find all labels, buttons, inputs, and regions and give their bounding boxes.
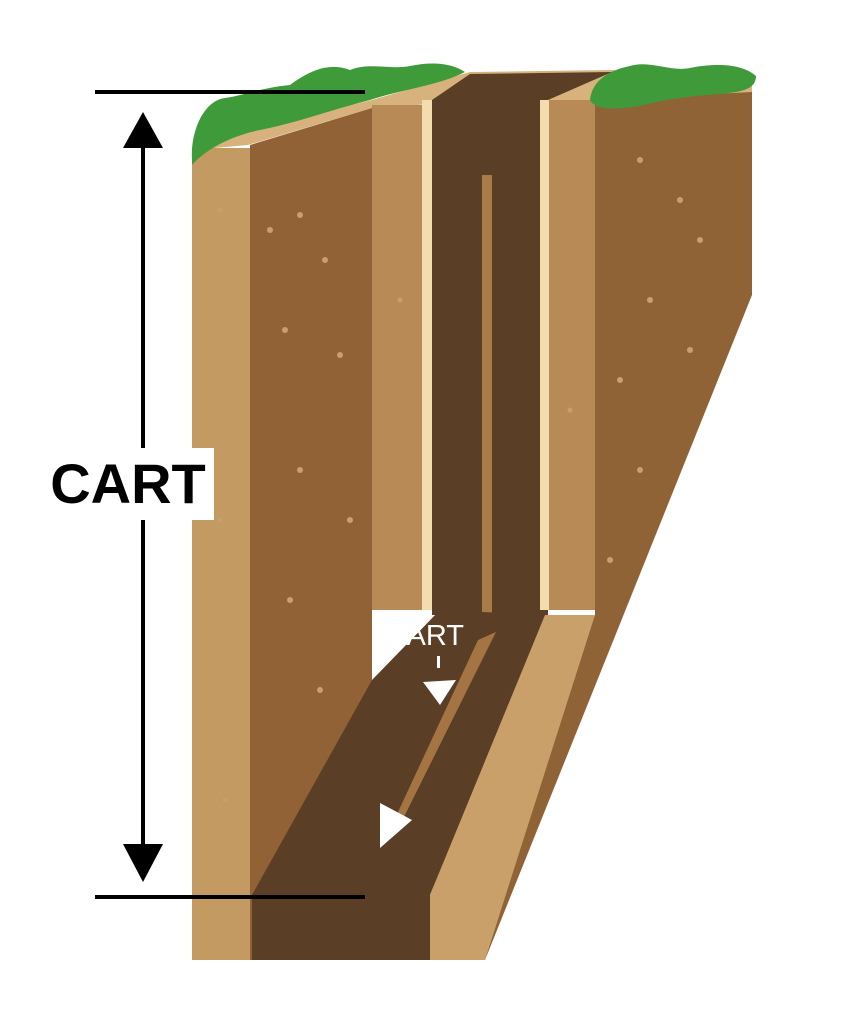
right-trench-wall [549, 100, 596, 610]
right-side-face [430, 92, 752, 960]
inner-label: GART [384, 620, 464, 652]
main-label: CART [50, 452, 206, 515]
arrow-right-small-icon [380, 803, 412, 848]
trench-floor [252, 610, 548, 960]
inner-annotation: GART [380, 620, 464, 848]
arrow-up-icon [123, 112, 163, 148]
left-cream-edge [422, 100, 432, 610]
dimension-indicator: CART [42, 90, 365, 899]
grass-right [590, 64, 756, 109]
left-front-face [192, 148, 252, 960]
arrow-down-icon [123, 844, 163, 882]
label-background [42, 448, 214, 520]
right-cream-edge [540, 100, 549, 610]
soil-block [191, 63, 756, 960]
inner-tick [437, 656, 440, 668]
trench-ridge [385, 632, 496, 840]
soil-specks [217, 157, 703, 803]
trench-slot [482, 175, 492, 615]
right-lower-wall [430, 615, 595, 960]
left-trench-wall [372, 105, 422, 610]
arrow-down-small-icon [423, 680, 456, 705]
grass-left [191, 63, 465, 165]
trench-center [432, 72, 612, 615]
